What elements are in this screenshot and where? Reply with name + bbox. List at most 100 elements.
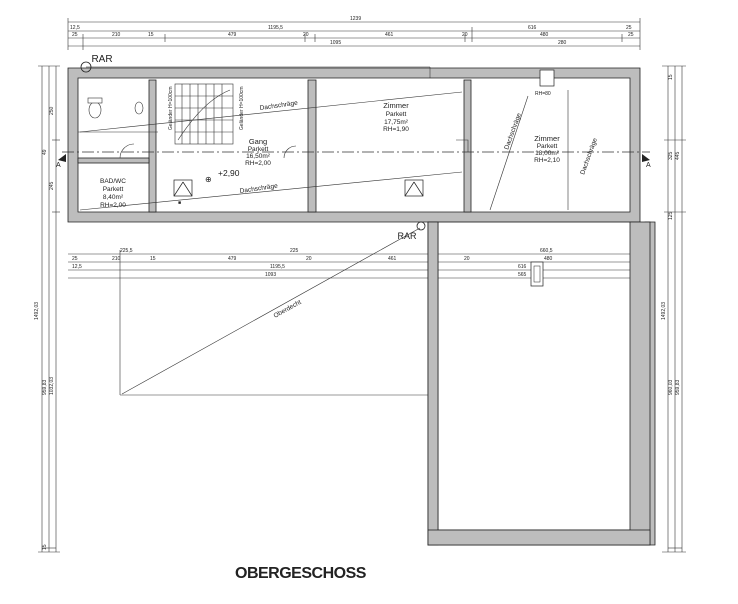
room-bad-rh: RH=2,00 [100, 202, 126, 209]
dim-left-d: 250 [49, 106, 55, 115]
dachschraege-label-2: Dachschräge [239, 183, 278, 195]
dachschraege-label-3: Dachschräge [503, 112, 523, 151]
room-bad-floor: Parkett [103, 186, 124, 193]
dim-mid-r1-1: 225 [290, 248, 299, 254]
rar-label-mid: RAR [397, 231, 417, 241]
left-dimension-chain [38, 65, 60, 553]
room-zimmer2-name: Zimmer [534, 134, 560, 143]
room-zimmer1-area: 17,75m² [384, 119, 409, 126]
room-zimmer2-area: 18,00m² [535, 150, 560, 157]
dim-top-row2-c: 616 [528, 25, 537, 31]
room-gang-floor: Parkett [248, 146, 269, 153]
dachschraege-label-4: Dachschräge [579, 137, 599, 176]
dim-right-e: 325 [668, 151, 674, 160]
lower-walls [427, 221, 656, 546]
dim-right-d: 15 [668, 74, 674, 80]
chimney-top [539, 69, 555, 87]
room-zimmer1-name: Zimmer [383, 101, 409, 110]
dim-right-c: 959,83 [675, 379, 681, 395]
elevation-label: +2,90 [218, 168, 240, 178]
dim-mid-r1-0: 225,5 [120, 248, 133, 254]
dim-left-f: 245 [49, 181, 55, 190]
dim-right-f: 445 [675, 151, 681, 160]
dim-mid-r2-5: 461 [388, 256, 397, 262]
room-bad: BAD/WC Parkett 8,40m² RH=2,00 [100, 178, 126, 209]
dim-top-row4-a: 1095 [330, 40, 341, 46]
dim-mid-r1-2: 660,5 [540, 248, 553, 254]
room-zimmer1-floor: Parkett [386, 111, 407, 118]
dim-top-row3-3: 479 [228, 32, 237, 38]
rh80-label: RH=80 [535, 91, 551, 97]
dim-right-total: 1492,03 [661, 302, 667, 320]
dim-mid-r4-2: 565 [518, 272, 527, 278]
overhang-diagonal [121, 227, 421, 395]
room-zimmer-2: Zimmer Parkett 18,00m² RH=2,10 [534, 134, 560, 164]
top-dimension-chain [67, 18, 641, 50]
dim-top-row4-b: 280 [558, 40, 567, 46]
dim-top-row3-4: 20 [303, 32, 309, 38]
room-bad-name: BAD/WC [100, 178, 126, 185]
door-swings [119, 139, 469, 159]
dim-left-b: 959,83 [42, 379, 48, 395]
dim-top-row3-6: 20 [462, 32, 468, 38]
dim-right-b: 960,03 [668, 379, 674, 395]
section-label-right: A [646, 162, 651, 169]
dim-left-e: 49 [42, 149, 48, 155]
room-gang: Gang Parkett 16,50m² RH=2,00 [245, 137, 271, 167]
chimney-lower-flue [533, 265, 541, 283]
dim-mid-r2-1: 210 [112, 256, 121, 262]
dim-mid-r2-2: 15 [150, 256, 156, 262]
staircase [174, 83, 234, 145]
room-gang-rh: RH=2,00 [245, 160, 271, 167]
dim-left-c: 1032,03 [49, 377, 55, 395]
chimney-lower [530, 261, 544, 287]
section-label-left: A [56, 162, 61, 169]
dim-top-row3-5: 461 [385, 32, 394, 38]
dachschraege-label-1: Dachschräge [259, 100, 298, 112]
dim-mid-r2-7: 480 [544, 256, 553, 262]
dim-top-row3-1: 210 [112, 32, 121, 38]
room-zimmer-1: Zimmer Parkett 17,75m² RH=1,90 [383, 101, 409, 133]
roof-slope-lines [78, 90, 569, 211]
dim-mid-r3-2: 616 [518, 264, 527, 270]
dim-mid-r2-0: 25 [72, 256, 78, 262]
dim-mid-r3-1: 1195,5 [270, 264, 285, 270]
right-dimension-chain [662, 65, 686, 553]
dim-top-row3-7: 480 [540, 32, 549, 38]
wc-fixtures [87, 97, 144, 119]
skylights [173, 179, 424, 197]
gelaender-label-right: Geländer H=100cm [239, 87, 245, 131]
dim-left-g: 15 [42, 544, 48, 550]
room-zimmer2-rh: RH=2,10 [534, 157, 560, 164]
room-bad-area: 8,40m² [103, 194, 124, 201]
dim-mid-r4-0: 1093 [265, 272, 276, 278]
dim-top-row2-b: 1195,5 [268, 25, 283, 31]
plan-title: OBERGESCHOSS [235, 565, 367, 582]
section-arrow-right [642, 154, 650, 162]
dim-mid-r3-0: 12,5 [72, 264, 82, 270]
room-gang-name: Gang [249, 137, 267, 146]
dim-top-row3-8: 25 [628, 32, 634, 38]
dim-top-row2-d: 25 [626, 25, 632, 31]
dim-top-row3-2: 15 [148, 32, 154, 38]
dim-left-total: 1492,03 [34, 302, 40, 320]
dim-right-g: 125 [668, 211, 674, 220]
room-zimmer1-rh: RH=1,90 [383, 126, 409, 133]
dim-mid-r2-6: 20 [464, 256, 470, 262]
gelaender-label-left: Geländer H=100cm [168, 87, 174, 131]
dim-mid-r2-4: 20 [306, 256, 312, 262]
dim-top-row3-0: 25 [72, 32, 78, 38]
skylight-tag-1: ■ [178, 200, 181, 206]
rar-label-top: RAR [91, 54, 112, 65]
room-zimmer2-floor: Parkett [537, 143, 558, 150]
dim-top-row2-a: 12,5 [70, 25, 80, 31]
dim-total-width: 1239 [350, 16, 361, 22]
rar-circle-mid [416, 221, 426, 231]
section-arrow-left [58, 154, 66, 162]
dim-mid-r2-3: 479 [228, 256, 237, 262]
elevation-marker: ⊕ [205, 175, 212, 184]
upper-floor-walls [67, 67, 641, 223]
mid-dimension-chain [68, 250, 645, 396]
room-gang-area: 16,50m² [246, 153, 271, 160]
